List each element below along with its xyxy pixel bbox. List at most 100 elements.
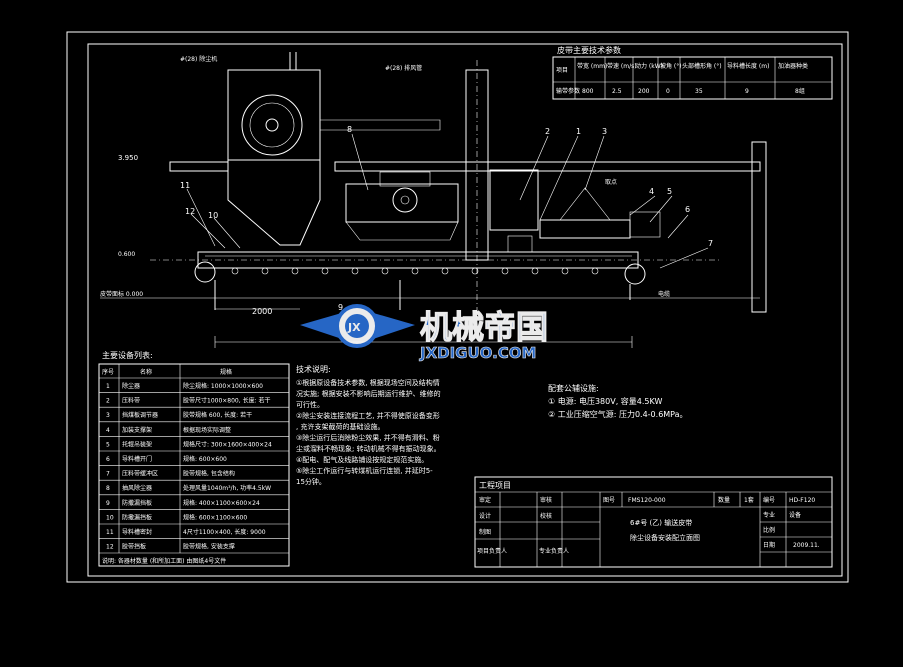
equipment-row-no: 9 bbox=[106, 500, 110, 507]
equipment-row-name: 抽风除尘器 bbox=[122, 484, 152, 492]
equipment-table-note: 说明: 各器材数量 (和所加工面) 由图纸4号文件 bbox=[102, 557, 226, 565]
param-header-1: 带宽 (mm) bbox=[577, 62, 607, 70]
param-value-3: 200 bbox=[638, 88, 650, 95]
serial-label: 编号 bbox=[763, 496, 775, 504]
param-header-4: 坡角 (°) bbox=[660, 62, 682, 70]
major-value: 设备 bbox=[789, 511, 801, 519]
exhaust-pipe-callout: #(28) 排风管 bbox=[385, 64, 422, 72]
param-value-7: 8组 bbox=[795, 87, 805, 95]
design-label: 设计 bbox=[479, 512, 491, 520]
equipment-table-title: 主要设备列表: bbox=[102, 350, 153, 360]
drawing-title-line-1: 6#号 (乙) 输送皮带 bbox=[630, 518, 692, 527]
item-number-2: 2 bbox=[545, 127, 550, 136]
equipment-row-spec: 胶带规格, 包含结构 bbox=[183, 470, 235, 478]
tech-note-line: , 充许支架截荷的基础设施。 bbox=[296, 422, 384, 431]
param-header-5: 头部槽形角 (°) bbox=[682, 62, 722, 70]
equipment-row-name: 加装支撑架 bbox=[122, 426, 152, 434]
equipment-row-spec: 根据现场实际调整 bbox=[183, 426, 231, 434]
equipment-row-no: 5 bbox=[106, 441, 110, 448]
equipment-row-name: 胶带挡板 bbox=[122, 543, 146, 551]
dust-collector-callout: #(28) 除尘机 bbox=[180, 55, 217, 63]
equipment-row-name: 防撒漏挡板 bbox=[122, 499, 152, 507]
level-label-0600: 0.600 bbox=[118, 251, 135, 258]
param-value-0: 输带参数 bbox=[556, 87, 580, 95]
title-block: 工程项目 审定 审核 设计 校核 制图 项目负责人 专业负责人 图号 FMS12… bbox=[474, 476, 833, 568]
check-label: 审核 bbox=[540, 496, 552, 504]
date-value: 2009.11. bbox=[793, 542, 820, 549]
equipment-row-no: 6 bbox=[106, 456, 110, 463]
equipment-row-no: 7 bbox=[106, 471, 110, 478]
equipment-row-spec: 规格: 600×600 bbox=[183, 455, 227, 463]
equipment-row-name: 导料槽开门 bbox=[122, 455, 152, 463]
item-number-12: 12 bbox=[185, 207, 195, 216]
equipment-row-spec: 处理风量1040m³/h, 功率4.5kW bbox=[183, 484, 271, 492]
idler-rollers bbox=[231, 267, 599, 275]
equipment-row-spec: 4尺寸1100×400, 长度: 9000 bbox=[183, 528, 266, 536]
scale-label: 比例 bbox=[763, 526, 775, 534]
tech-note-line: ④配电、配气及线路铺设按规定规范实施。 bbox=[296, 455, 428, 464]
utilities-title: 配套公辅设施: bbox=[548, 383, 599, 393]
project-label: 工程项目 bbox=[479, 481, 511, 490]
item-number-1: 1 bbox=[576, 127, 581, 136]
param-header-3: 动力 (kW) bbox=[635, 62, 663, 70]
param-value-2: 2.5 bbox=[612, 88, 622, 95]
elevation-drawing: #(28) 除尘机 #(28) 排风管 3.950 0.600 皮带面标 0.0… bbox=[100, 52, 767, 348]
equipment-row-name: 挡煤板调节器 bbox=[122, 411, 158, 419]
watermark-brand-cn: 机械帝国 bbox=[420, 308, 548, 346]
equipment-row-name: 压料带 bbox=[122, 397, 140, 405]
serial-value: HD-F120 bbox=[789, 497, 815, 504]
equipment-row-spec: 规格: 600×1100×600 bbox=[183, 513, 247, 521]
drawing-title-line-2: 除尘设备安装配立面图 bbox=[630, 533, 700, 542]
equipment-row-no: 11 bbox=[106, 529, 114, 536]
watermark-logo: JX 机械帝国 JXDIGUO.COM bbox=[300, 304, 549, 362]
param-value-1: 800 bbox=[582, 88, 594, 95]
inner-frame bbox=[87, 43, 843, 577]
drawing-no-value: FMS120-000 bbox=[628, 497, 666, 504]
belt-params-table: 皮带主要技术参数 项目 带宽 (mm) 带速 (m/s) 动力 (kW) 坡角 … bbox=[552, 45, 833, 100]
equipment-row-spec: 规格尺寸: 300×1600×400×24 bbox=[183, 440, 272, 448]
equip-header-spec: 规格 bbox=[220, 368, 232, 376]
tech-note-line: 况实施; 根据安装不影响后期运行维护、维修的 bbox=[296, 389, 441, 398]
belt-level-label: 皮带面标 0.000 bbox=[100, 290, 143, 298]
param-header-2: 带速 (m/s) bbox=[607, 62, 637, 70]
item-number-8: 8 bbox=[347, 125, 352, 134]
review-label: 审定 bbox=[479, 496, 491, 504]
cable-note-label: 电缆 bbox=[658, 290, 670, 298]
utilities-item-1: ① 电源: 电压380V, 容量4.5KW bbox=[548, 396, 662, 406]
dimension-2000: 2000 bbox=[252, 307, 272, 316]
item-number-11: 11 bbox=[180, 181, 190, 190]
param-value-4: 0 bbox=[666, 88, 670, 95]
tech-note-line: ⑤除尘工作运行与转煤机运行连锁, 并延时5- bbox=[296, 466, 433, 475]
tech-note-line: 可行性。 bbox=[296, 400, 324, 409]
equipment-row-spec: 胶带规格 600, 长度: 若干 bbox=[183, 411, 252, 419]
item-number-10: 10 bbox=[208, 211, 218, 220]
item-number-5: 5 bbox=[667, 187, 672, 196]
draw-label: 制图 bbox=[479, 528, 491, 536]
equipment-row-no: 12 bbox=[106, 544, 114, 551]
equipment-row-name: 导料槽密封 bbox=[122, 528, 152, 536]
level-label-3950: 3.950 bbox=[118, 154, 138, 162]
param-header-0: 项目 bbox=[556, 67, 568, 74]
utilities-item-2: ② 工业压缩空气源: 压力0.4-0.6MPa。 bbox=[548, 409, 688, 419]
equipment-row-no: 2 bbox=[106, 398, 110, 405]
equipment-row-name: 除尘器 bbox=[122, 382, 140, 390]
equipment-row-spec: 胶带尺寸1000×800, 长度: 若干 bbox=[183, 397, 271, 405]
major-label: 专业 bbox=[763, 511, 775, 519]
equip-header-no: 序号 bbox=[102, 368, 114, 376]
item-number-7: 7 bbox=[708, 239, 713, 248]
equipment-row-no: 3 bbox=[106, 412, 110, 419]
project-leader-label: 项目负责人 bbox=[477, 547, 507, 555]
watermark-brand-en: JXDIGUO.COM bbox=[419, 344, 536, 362]
equipment-row-name: 防撒漏挡板 bbox=[122, 513, 152, 521]
param-header-7: 加油器种类 bbox=[778, 62, 808, 70]
tech-note-line: ③除尘运行后消除粉尘效果, 并不得有滑料、粉 bbox=[296, 433, 440, 442]
equipment-row-no: 1 bbox=[106, 383, 110, 390]
tech-notes-title: 技术说明: bbox=[296, 364, 331, 374]
equipment-row-name: 托辊吊装架 bbox=[122, 440, 152, 448]
date-label: 日期 bbox=[763, 541, 775, 549]
equip-header-name: 名称 bbox=[140, 368, 152, 376]
equipment-row-name: 压料带缓冲区 bbox=[122, 470, 158, 478]
tech-note-line: ②除尘安装连接流程工艺, 并不得使原设备变形 bbox=[296, 411, 440, 420]
